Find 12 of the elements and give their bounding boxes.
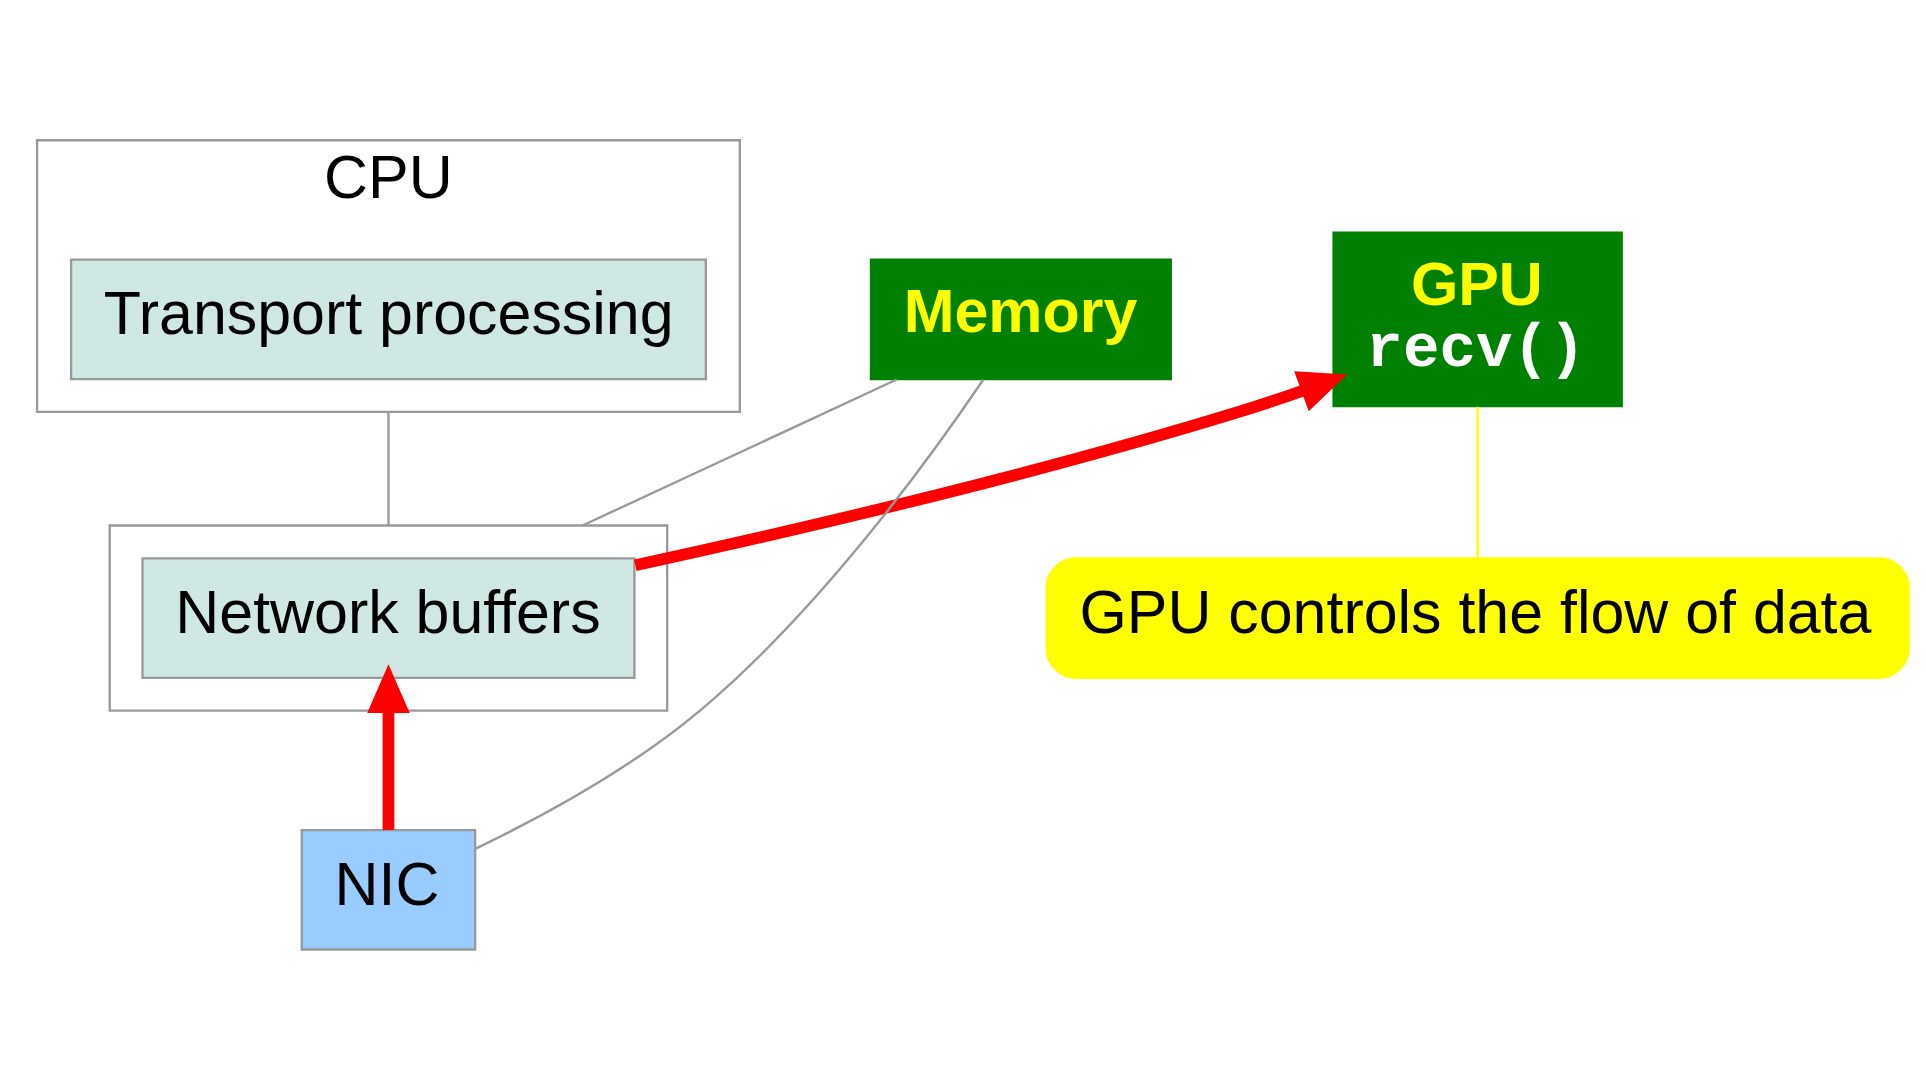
arrow [633,371,1347,571]
connector [581,378,897,527]
arrow [366,664,410,831]
node-box: Memory [869,258,1172,381]
node-box: GPU recv() [1331,231,1623,408]
connector [386,411,390,526]
node-box: Transport processing [69,258,707,381]
node-box: NIC [300,828,476,951]
connector [1475,406,1479,558]
connector [474,378,984,850]
node-box: GPU controls the flow of data [1045,557,1910,679]
node-box: Network buffers [140,557,636,679]
